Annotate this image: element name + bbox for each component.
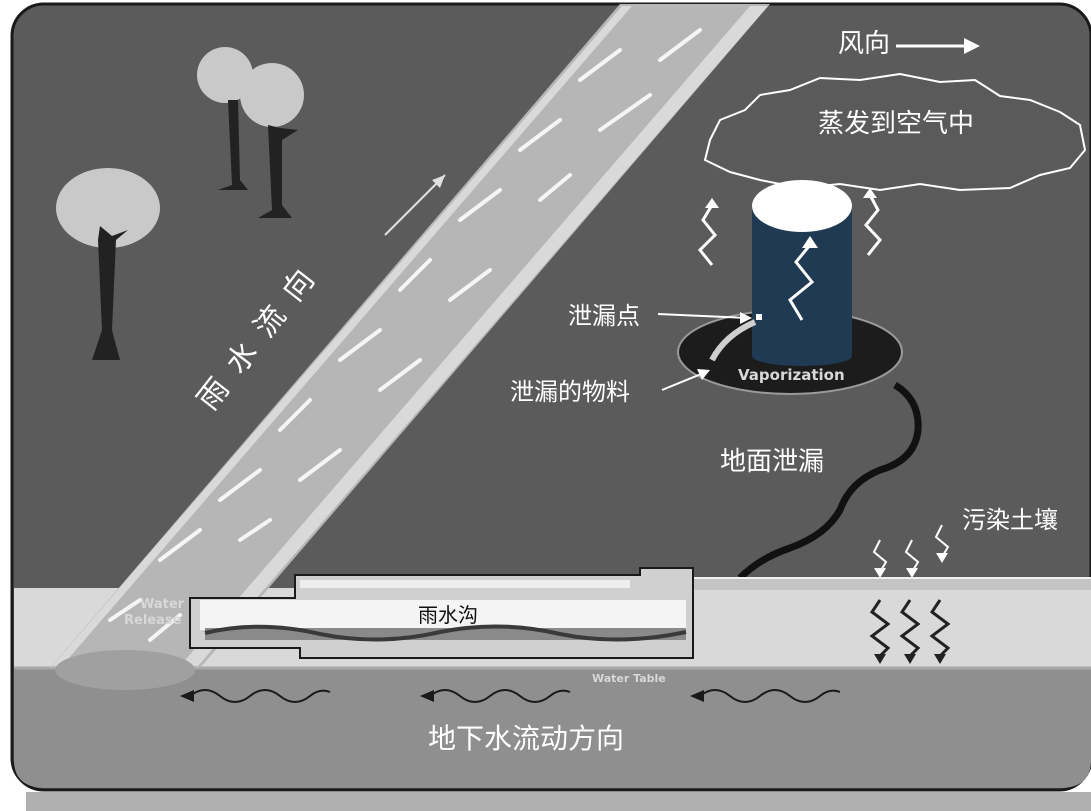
groundwater-flow-label: 地下水流动方向 — [428, 722, 624, 755]
ground-leak-label: 地面泄漏 — [720, 447, 824, 477]
storm-drain-label: 雨水沟 — [418, 603, 478, 627]
leak-point-arrow — [657, 313, 749, 319]
ground-leak-path — [737, 381, 922, 581]
storage-tank-icon — [752, 180, 852, 366]
water-release-label-line1: Water — [140, 597, 185, 612]
ground-surface — [690, 578, 1091, 590]
river — [50, 4, 770, 690]
water-release-label-line2: Release — [124, 613, 182, 628]
tree-icon — [197, 47, 253, 190]
flow-wave-arrow-icon — [189, 689, 841, 703]
evaporation-label: 蒸发到空气中 — [818, 109, 974, 139]
leaked-material-arrow — [661, 371, 707, 391]
vapor-wave-icon — [697, 204, 718, 266]
soil-penetration-waves — [869, 599, 951, 658]
contaminated-soil-label: 污染土壤 — [962, 506, 1058, 534]
water-table-label: Water Table — [592, 672, 666, 685]
runoff-arrow-icon — [384, 174, 446, 236]
wind-direction-label: 风向 — [838, 29, 890, 59]
leak-point-label: 泄漏点 — [568, 302, 640, 330]
wind-arrow-icon — [896, 38, 980, 54]
storm-drain — [189, 567, 694, 659]
tree-icon — [240, 63, 304, 218]
vaporization-label: Vaporization — [738, 366, 845, 384]
leaked-material-label: 泄漏的物料 — [510, 378, 630, 406]
vapor-wave-icon — [864, 194, 882, 256]
leak-stream — [709, 319, 757, 362]
footer-bar — [26, 792, 1091, 811]
contaminated-soil-arrows — [872, 524, 950, 573]
tree-icon — [56, 168, 160, 360]
